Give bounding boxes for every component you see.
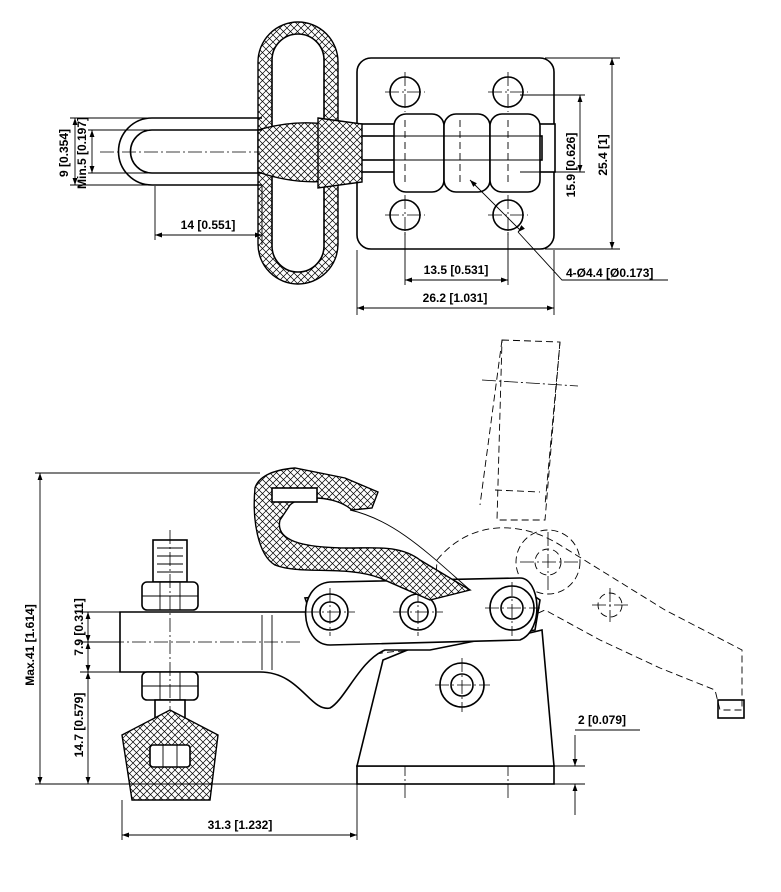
- top-view: 9 [0.354] Min.5 [0.197] 14 [0.551] 13.5 …: [57, 21, 668, 315]
- dim-max-height: Max.41 [1.614]: [23, 604, 37, 685]
- dim-height-7-9: 7.9 [0.311]: [72, 598, 86, 655]
- dim-hole-spacing: 13.5 [0.531]: [424, 263, 489, 277]
- dim-base-width: 26.2 [1.031]: [423, 291, 488, 305]
- dim-length-14: 14 [0.551]: [181, 218, 236, 232]
- dim-height-15-9: 15.9 [0.626]: [564, 133, 578, 198]
- side-view: Max.41 [1.614] 7.9 [0.311] 14.7 [0.579] …: [23, 339, 745, 840]
- pivot-hubs: [393, 113, 541, 193]
- dim-min-stroke: Min.5 [0.197]: [75, 117, 89, 189]
- side-base-plate: [356, 765, 555, 785]
- dim-holes: 4-Ø4.4 [Ø0.173]: [566, 266, 653, 280]
- side-handle: [253, 467, 472, 601]
- spindle-slot: [117, 117, 262, 186]
- dim-stroke-9: 9 [0.354]: [57, 129, 71, 177]
- dim-reach: 31.3 [1.232]: [208, 818, 273, 832]
- dim-base-thickness: 2 [0.079]: [578, 713, 626, 727]
- mounting-holes: [385, 72, 528, 235]
- dim-height-14-7: 14.7 [0.579]: [72, 693, 86, 758]
- dim-base-height: 25.4 [1]: [596, 134, 610, 175]
